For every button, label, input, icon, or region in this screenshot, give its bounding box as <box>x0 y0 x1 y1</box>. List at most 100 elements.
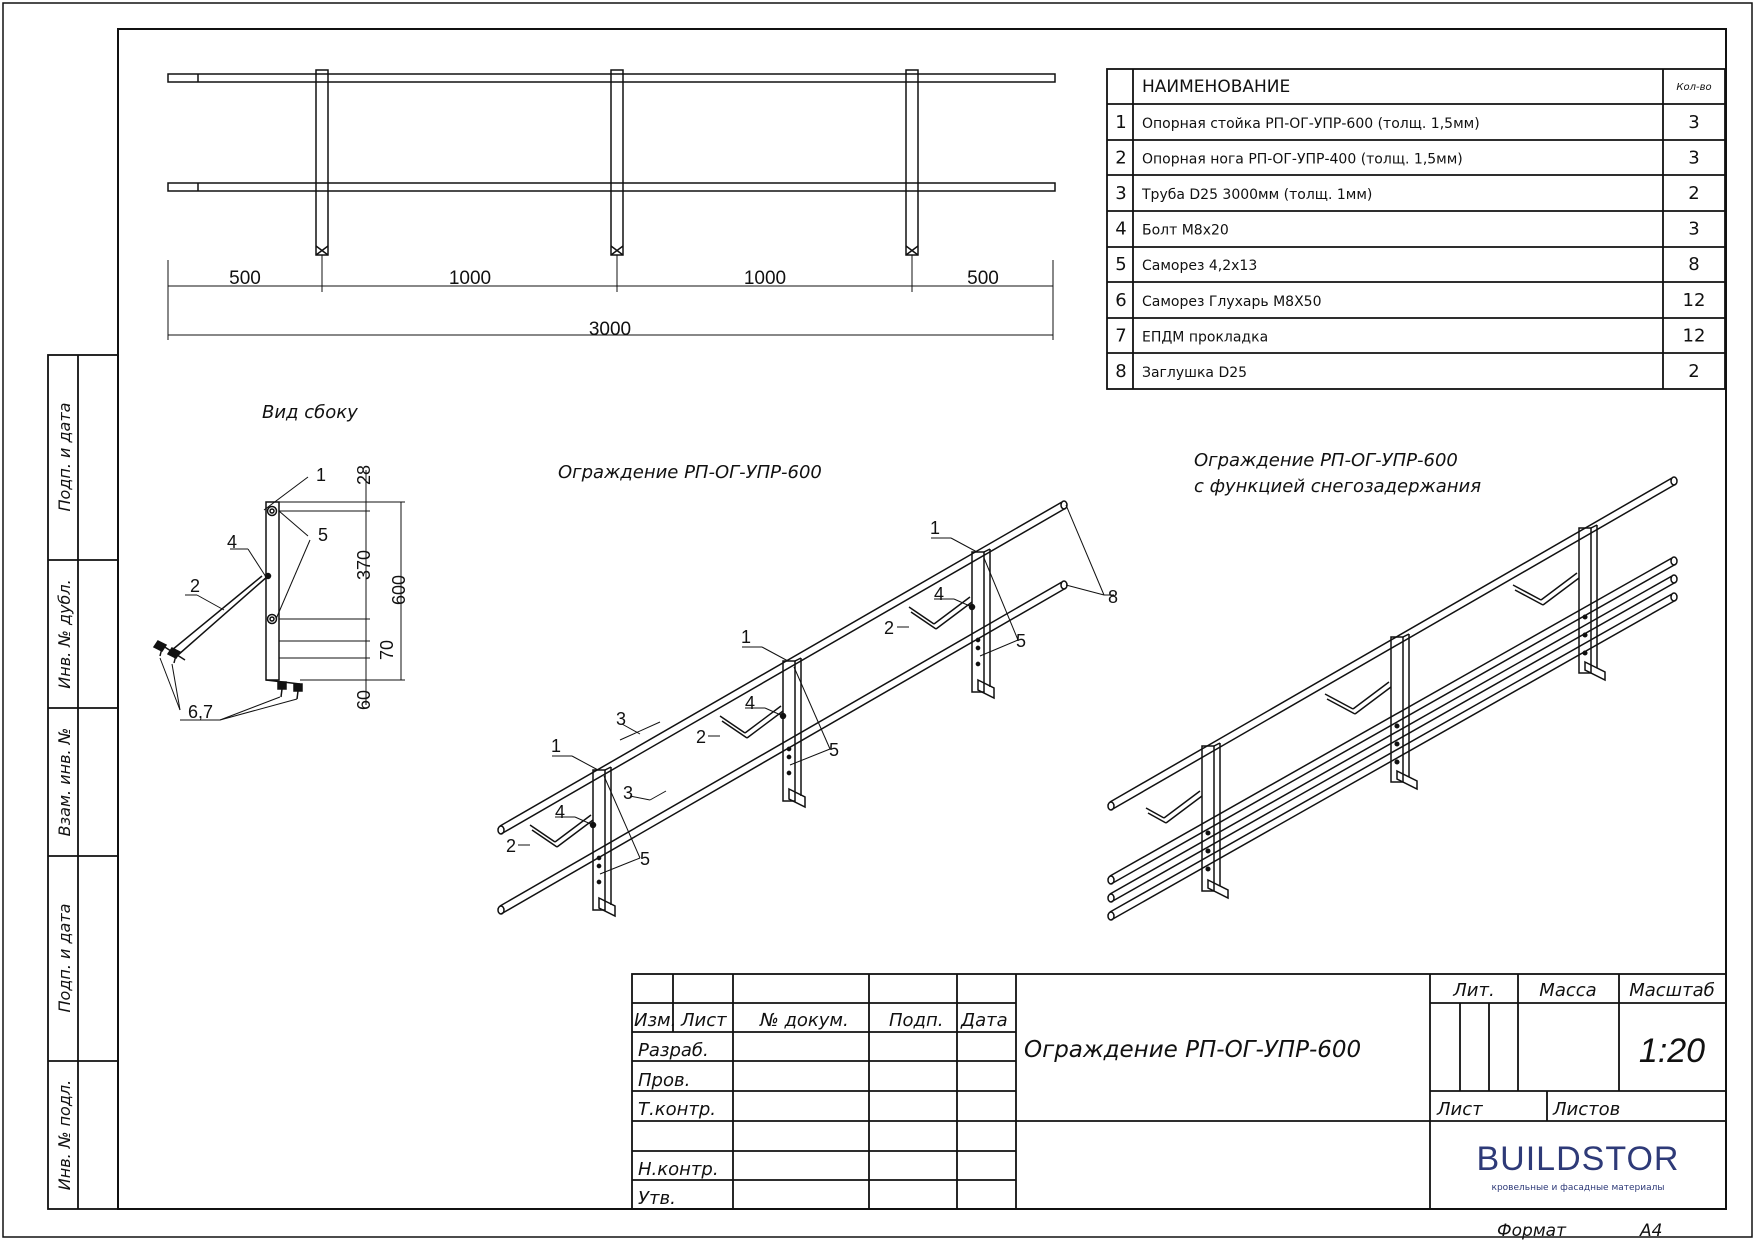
format-value: А4 <box>1639 1221 1662 1240</box>
dim-total: 3000 <box>589 319 631 340</box>
tb-role-developer: Разраб. <box>638 1040 709 1061</box>
spec-header-qty: Кол-во <box>1676 82 1711 93</box>
dim-1000-left: 1000 <box>449 268 491 289</box>
spec-row-qty: 2 <box>1688 361 1699 382</box>
iso1-callout-2: 2 <box>884 618 894 638</box>
tb-role-checker: Пров. <box>638 1070 690 1091</box>
spec-row-qty: 3 <box>1688 219 1699 240</box>
side-stamp-label: Инв. № дубл. <box>55 579 74 688</box>
front-post <box>610 69 624 256</box>
tb-col-date: Дата <box>960 1010 1008 1031</box>
iso2-title-line2: с функцией снегозадержания <box>1194 476 1481 497</box>
logo-text: BUILDSTOR <box>1477 1140 1680 1178</box>
spec-row-qty: 2 <box>1688 183 1699 204</box>
spec-table <box>1106 68 1726 390</box>
tb-scale-value: 1:20 <box>1639 1032 1705 1070</box>
iso-post <box>908 548 995 700</box>
side-callout-4: 4 <box>227 532 237 552</box>
screw-icon <box>166 647 182 664</box>
iso1-callout-2: 2 <box>506 836 516 856</box>
iso1-callout-1: 1 <box>551 736 561 756</box>
tb-role-tech-control: Т.контр. <box>638 1099 716 1120</box>
tb-col-doc: № докум. <box>759 1010 849 1031</box>
side-callout-1: 1 <box>316 465 326 485</box>
tb-role-approved: Утв. <box>638 1188 676 1209</box>
side-stamp-label: Взам. инв. № <box>55 728 74 837</box>
iso1-callout-1: 1 <box>930 518 940 538</box>
iso-view-2 <box>1107 476 1678 921</box>
side-view <box>152 470 405 721</box>
iso2-post <box>1324 633 1418 791</box>
tb-role-norm-control: Н.контр. <box>638 1159 719 1180</box>
tb-col-izm: Изм. <box>634 1010 676 1031</box>
spec-row-qty: 3 <box>1688 112 1699 133</box>
spec-row-num: 3 <box>1115 183 1126 204</box>
spec-row-qty: 12 <box>1683 290 1706 311</box>
spec-row-num: 2 <box>1115 147 1126 168</box>
spec-row-num: 1 <box>1115 112 1126 133</box>
spec-row-qty: 3 <box>1688 147 1699 168</box>
iso2-post <box>1512 524 1606 682</box>
dim-1000-right: 1000 <box>744 268 786 289</box>
front-post <box>905 69 919 256</box>
spec-rows: 1 Опорная стойка РП-ОГ-УПР-600 (толщ. 1,5… <box>1115 112 1705 382</box>
iso2-title-line1: Ограждение РП-ОГ-УПР-600 <box>1194 450 1458 471</box>
spec-row-num: 6 <box>1115 290 1126 311</box>
iso1-title: Ограждение РП-ОГ-УПР-600 <box>558 462 822 483</box>
spec-row-name: Заглушка D25 <box>1142 365 1247 381</box>
spec-row-name: Болт М8х20 <box>1142 223 1229 239</box>
iso1-callout-4: 4 <box>934 584 944 604</box>
iso1-callout-5: 5 <box>1016 631 1026 651</box>
iso1-callout-5: 5 <box>829 740 839 760</box>
spec-row-name: Саморез 4,2х13 <box>1142 258 1257 274</box>
side-dim-70: 70 <box>377 640 397 660</box>
spec-row-name: Опорная нога РП-ОГ-УПР-400 (толщ. 1,5мм) <box>1142 151 1463 167</box>
side-stamp-label: Подп. и дата <box>55 904 74 1013</box>
title-block <box>631 973 1727 1210</box>
format-label: Формат <box>1497 1221 1567 1240</box>
side-dim-600: 600 <box>389 575 409 605</box>
side-dim-370: 370 <box>354 550 374 580</box>
spec-row-name: Опорная стойка РП-ОГ-УПР-600 (толщ. 1,5м… <box>1142 116 1480 132</box>
screw-icon <box>293 683 303 700</box>
iso-view-1 <box>497 500 1114 918</box>
side-dim-60: 60 <box>354 690 374 710</box>
screw-icon <box>152 640 168 657</box>
iso1-callout-5: 5 <box>640 849 650 869</box>
iso1-callout-8: 8 <box>1108 587 1118 607</box>
iso1-callout-1: 1 <box>741 627 751 647</box>
iso1-callout-2: 2 <box>696 727 706 747</box>
tb-mass-label: Масса <box>1539 980 1596 1001</box>
iso-post <box>529 766 616 918</box>
spec-row-num: 4 <box>1115 219 1126 240</box>
side-callout-6-7: 6,7 <box>188 702 213 722</box>
spec-header-name: НАИМЕНОВАНИЕ <box>1142 77 1290 97</box>
tb-lit-label: Лит. <box>1452 980 1494 1001</box>
front-post <box>315 69 329 256</box>
tb-sheets-label: Листов <box>1552 1099 1620 1120</box>
tb-col-sign: Подп. <box>889 1010 943 1031</box>
spec-row-qty: 12 <box>1683 325 1706 346</box>
side-stamp <box>47 354 119 1210</box>
screw-icon <box>277 681 287 698</box>
spec-row-name: Труба D25 3000мм (толщ. 1мм) <box>1141 187 1372 203</box>
tb-sheet-label: Лист <box>1436 1099 1483 1120</box>
logo-tagline: кровельные и фасадные материалы <box>1492 1183 1665 1193</box>
dim-500-right: 500 <box>967 268 999 289</box>
iso1-callout-3: 3 <box>616 709 626 729</box>
dim-500-left: 500 <box>229 268 261 289</box>
iso1-callout-4: 4 <box>555 802 565 822</box>
iso2-post <box>1145 742 1229 900</box>
iso1-callout-4: 4 <box>745 693 755 713</box>
front-view <box>167 69 1056 340</box>
tb-title: Ограждение РП-ОГ-УПР-600 <box>1024 1037 1361 1063</box>
spec-row-num: 8 <box>1115 361 1126 382</box>
iso1-callout-3: 3 <box>623 783 633 803</box>
iso-post <box>719 657 806 809</box>
buildstor-logo: BUILDSTOR кровельные и фасадные материал… <box>1477 1140 1680 1193</box>
side-view-title: Вид сбоку <box>262 402 358 423</box>
side-stamp-label: Подп. и дата <box>55 403 74 512</box>
side-callout-5: 5 <box>318 525 328 545</box>
